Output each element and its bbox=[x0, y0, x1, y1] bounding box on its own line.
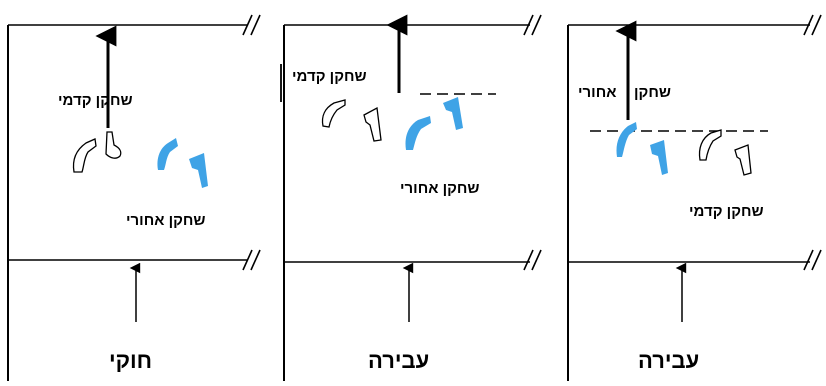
front-player-left-foot-icon bbox=[321, 99, 346, 128]
break-mark-icon bbox=[523, 14, 542, 271]
back-player-right-foot-icon bbox=[650, 140, 668, 175]
front-player-label: שחקן קדמי bbox=[689, 203, 764, 220]
break-mark-icon bbox=[803, 14, 822, 271]
front-player-right-foot-icon bbox=[105, 131, 122, 159]
back-player-label-word1: שחקן bbox=[634, 84, 671, 101]
back-player-left-foot-icon bbox=[616, 122, 637, 157]
back-player-label: שחקן אחורי bbox=[400, 180, 480, 197]
back-player-left-foot-icon bbox=[157, 138, 178, 170]
front-player-label: שחקן קדמי bbox=[58, 92, 133, 109]
back-player-right-foot-icon bbox=[189, 153, 208, 188]
front-player-left-foot-icon bbox=[72, 138, 97, 173]
panel-offside-2 bbox=[567, 14, 822, 381]
verdict-label: עבירה bbox=[368, 348, 430, 373]
back-player-label: שחקן אחורי bbox=[126, 212, 206, 229]
front-player-left-foot-icon bbox=[698, 129, 722, 161]
back-player-label-word2: אחורי bbox=[578, 84, 617, 101]
back-player-right-foot-icon bbox=[443, 97, 463, 130]
front-player-label: שחקן קדמי bbox=[292, 68, 367, 85]
panel-offside-1 bbox=[280, 14, 542, 381]
verdict-label: עבירה bbox=[638, 348, 700, 373]
panel-legal bbox=[7, 14, 261, 381]
back-player-left-foot-icon bbox=[405, 116, 431, 150]
front-player-right-foot-icon bbox=[734, 144, 752, 176]
verdict-label: חוקי bbox=[109, 348, 153, 373]
break-mark-icon bbox=[242, 14, 261, 271]
front-player-right-foot-icon bbox=[363, 106, 382, 142]
